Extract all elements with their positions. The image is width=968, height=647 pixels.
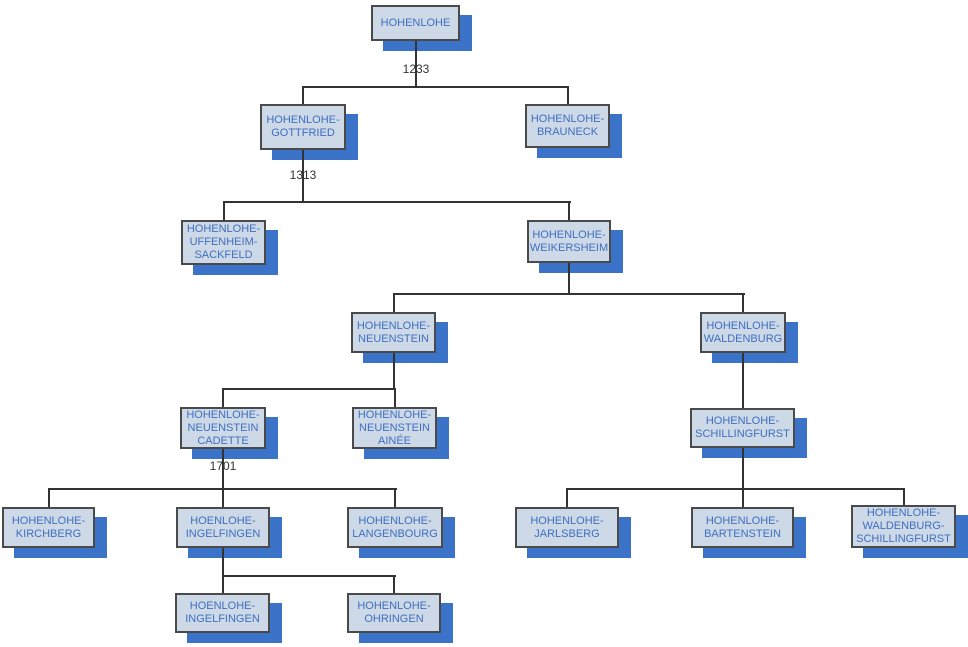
tree-node-label: HOHENLOHE- GOTTFRIED <box>266 114 340 139</box>
tree-node-label: HOHENLOHE- JARLSBERG <box>530 514 604 540</box>
tree-node-label: HOHENLOHE- BARTENSTEIN <box>704 514 781 540</box>
tree-node-ingelfingen: HOENLOHE- INGELFINGEN <box>176 507 270 548</box>
year-label: 1233 <box>402 62 430 76</box>
tree-node-label: HOHENLOHE- SCHILLINGFURST <box>695 415 790 440</box>
tree-node-waldenburg: HOHENLOHE- WALDENBURG <box>700 312 786 353</box>
tree-node-kirchberg: HOHENLOHE- KIRCHBERG <box>2 507 95 548</box>
tree-node-label: HOHENLOHE- NEUENSTEIN <box>356 319 431 345</box>
tree-node-label: HOHENLOHE- KIRCHBERG <box>11 514 86 540</box>
tree-node-brauneck: HOHENLOHE- BRAUNECK <box>525 104 610 148</box>
tree-node-langenbourg: HOHENLOHE- LANGENBOURG <box>347 507 443 548</box>
tree-node-label: HOHENLOHE- LANGENBOURG <box>352 514 438 540</box>
tree-node-label: HOHENLOHE- UFFENHEIM- SACKFELD <box>186 223 261 261</box>
tree-node-uffenheim-sackfeld: HOHENLOHE- UFFENHEIM- SACKFELD <box>181 220 266 265</box>
year-label: 1313 <box>289 168 317 182</box>
tree-node-label: HOHENLOHE- NEUENSTEIN AINÉE <box>357 408 432 447</box>
tree-node-label: HOHENLOHE- OHRINGEN <box>357 600 431 625</box>
tree-node-label: HOENLOHE- INGELFINGEN <box>185 600 260 625</box>
tree-node-gottfried: HOHENLOHE- GOTTFRIED <box>260 104 346 150</box>
tree-node-neuenstein: HOHENLOHE- NEUENSTEIN <box>351 312 436 353</box>
tree-node-weikersheim: HOHENLOHE- WEIKERSHEIM <box>527 220 611 263</box>
tree-node-hohenlohe: HOHENLOHE <box>371 5 460 41</box>
tree-node-label: HOHENLOHE- NEUENSTEIN CADETTE <box>186 408 260 447</box>
tree-node-label: HOENLOHE- INGELFINGEN <box>185 514 261 540</box>
tree-node-bartenstein: HOHENLOHE- BARTENSTEIN <box>691 507 794 548</box>
tree-node-label: HOHENLOHE <box>380 16 451 29</box>
tree-node-ohringen: HOHENLOHE- OHRINGEN <box>347 593 441 633</box>
tree-node-jarlsberg: HOHENLOHE- JARLSBERG <box>515 507 619 548</box>
tree-node-neuenstein-cadette: HOHENLOHE- NEUENSTEIN CADETTE <box>180 407 266 449</box>
tree-node-schillingfurst: HOHENLOHE- SCHILLINGFURST <box>690 408 795 448</box>
year-label: 1701 <box>209 459 237 473</box>
tree-node-label: HOHENLOHE- WEIKERSHEIM <box>529 228 609 254</box>
tree-node-waldenburg-schillingfurst: HOHENLOHE- WALDENBURG- SCHILLINGFURST <box>851 505 956 548</box>
tree-node-ingelfingen-2: HOENLOHE- INGELFINGEN <box>175 593 270 633</box>
tree-node-label: HOHENLOHE- WALDENBURG- SCHILLINGFURST <box>856 507 951 545</box>
tree-node-neuenstein-ainee: HOHENLOHE- NEUENSTEIN AINÉE <box>352 407 437 449</box>
tree-node-label: HOHENLOHE- BRAUNECK <box>530 113 605 138</box>
tree-node-label: HOHENLOHE- WALDENBURG <box>703 319 783 345</box>
